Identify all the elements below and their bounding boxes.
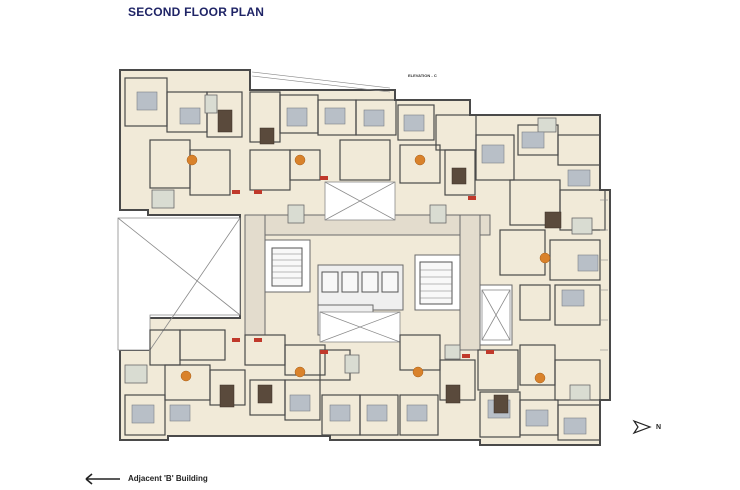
wet-areas: [124, 94, 593, 401]
dining-furniture: [180, 154, 551, 384]
adjacent-building-label: Adjacent 'B' Building: [128, 474, 208, 483]
north-arrow-icon: [632, 419, 652, 435]
left-arrow-icon: [85, 473, 120, 485]
open-shafts: [117, 181, 511, 351]
elevation-label: ELEVATION - C: [408, 73, 437, 78]
stair-treads: [272, 253, 452, 299]
entrance-markers: [232, 176, 494, 358]
sofa-furniture: [217, 109, 562, 414]
balcony-edges: [251, 71, 608, 351]
north-label: N: [656, 424, 662, 431]
page-title: SECOND FLOOR PLAN: [128, 5, 265, 19]
lift-stair-blocks: [271, 247, 453, 305]
